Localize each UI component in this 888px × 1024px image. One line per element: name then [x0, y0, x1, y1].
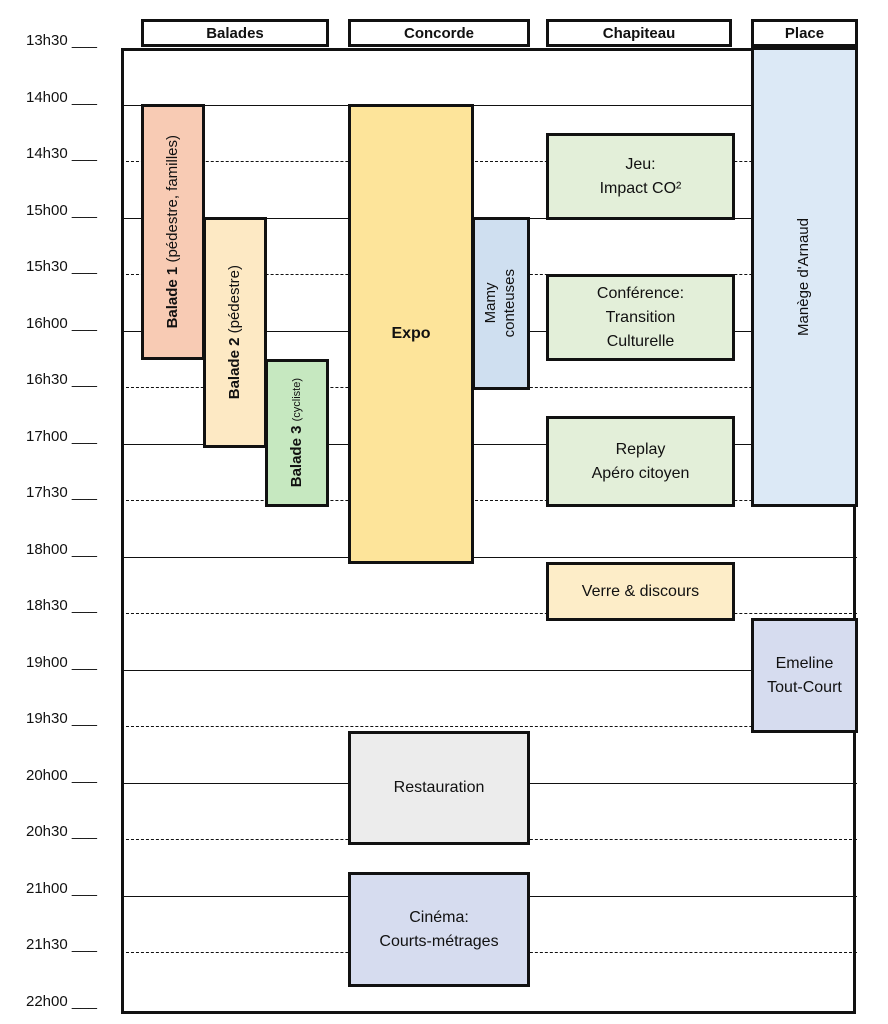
cinema-line-2: Courts-métrages [379, 932, 499, 950]
balade-1-detail: (pédestre, familles) [163, 135, 181, 263]
event-cinema: Cinéma: Courts-métrages [348, 872, 530, 987]
time-label: 20h00 ___ [26, 766, 97, 784]
mamy-line-2: conteuses [501, 269, 518, 338]
grid-line [121, 669, 857, 671]
time-label: 20h30 ___ [26, 823, 97, 840]
grid-line [121, 726, 857, 727]
event-verre-discours: Verre & discours [546, 562, 735, 621]
manege-label: Manège d'Arnaud [795, 218, 813, 336]
time-label: 19h30 ___ [26, 710, 97, 727]
event-balade-2: Balade 2 (pédestre) [203, 217, 267, 448]
grid-line [121, 500, 857, 501]
restauration-label: Restauration [393, 779, 485, 796]
schedule-frame [121, 48, 856, 1014]
event-restauration: Restauration [348, 731, 530, 845]
time-label: 22h00 ___ [26, 992, 97, 1010]
balade-3-name: Balade 3 [287, 425, 305, 488]
balade-2-detail: (pédestre) [225, 265, 243, 334]
replay-line-1: Replay [615, 440, 666, 458]
balade-2-name: Balade 2 [225, 337, 243, 400]
event-manege: Manège d'Arnaud [751, 47, 858, 507]
header-place: Place [751, 19, 858, 47]
grid-line [121, 613, 857, 614]
time-label: 16h30 ___ [26, 371, 97, 388]
time-label: 21h30 ___ [26, 936, 97, 953]
time-label: 18h00 ___ [26, 540, 97, 558]
conference-line-2: Transition [605, 308, 676, 326]
event-balade-1: Balade 1 (pédestre, familles) [141, 104, 205, 360]
event-expo: Expo [348, 104, 474, 564]
event-jeu-impact: Jeu: Impact CO² [546, 133, 735, 220]
emeline-line-1: Emeline [775, 654, 834, 672]
emeline-line-2: Tout-Court [767, 678, 842, 696]
grid-line [121, 443, 857, 445]
expo-label: Expo [391, 325, 431, 342]
balade-3-detail: (cycliste) [290, 378, 303, 422]
header-concorde: Concorde [348, 19, 530, 47]
conference-line-1: Conférence: [596, 284, 685, 302]
header-chapiteau: Chapiteau [546, 19, 732, 47]
time-label: 13h30 ___ [26, 32, 97, 49]
event-balade-3: Balade 3 (cycliste) [265, 359, 329, 507]
time-label: 14h30 ___ [26, 145, 97, 162]
header-place-label: Place [784, 24, 825, 42]
jeu-line-2: Impact CO² [599, 179, 682, 197]
verre-label: Verre & discours [581, 582, 700, 600]
grid-line [121, 104, 857, 106]
balade-1-name: Balade 1 [163, 267, 181, 329]
time-label: 15h00 ___ [26, 201, 97, 219]
mamy-line-1: Mamy [482, 283, 500, 324]
time-label: 15h30 ___ [26, 258, 97, 275]
time-label: 17h00 ___ [26, 427, 97, 445]
time-label: 14h00 ___ [26, 88, 97, 106]
grid-line [121, 556, 857, 558]
header-concorde-label: Concorde [403, 24, 474, 42]
header-balades-label: Balades [206, 24, 264, 42]
time-label: 18h30 ___ [26, 597, 97, 614]
time-label: 16h00 ___ [26, 314, 97, 332]
header-balades: Balades [141, 19, 329, 47]
time-label: 17h30 ___ [26, 484, 97, 501]
grid-line [121, 161, 857, 162]
conference-line-3: Culturelle [606, 332, 675, 350]
time-label: 19h00 ___ [26, 653, 97, 671]
time-label: 21h00 ___ [26, 879, 97, 897]
jeu-line-1: Jeu: [625, 155, 656, 173]
replay-line-2: Apéro citoyen [591, 464, 690, 482]
header-chapiteau-label: Chapiteau [602, 24, 676, 42]
cinema-line-1: Cinéma: [409, 908, 469, 926]
